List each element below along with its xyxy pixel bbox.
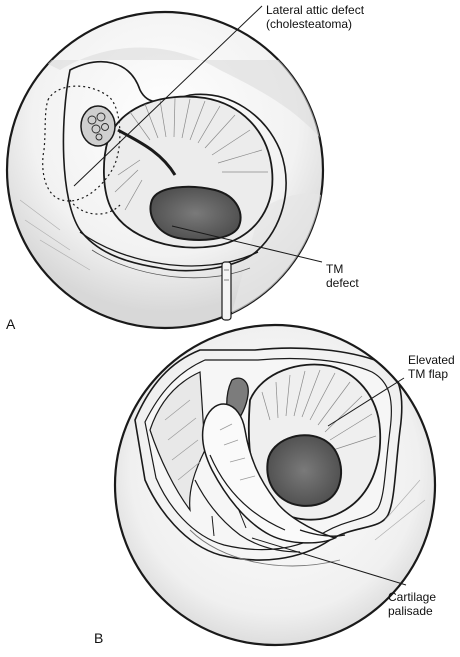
label-attic-defect-line1: Lateral attic defect — [266, 3, 365, 17]
label-tm-flap-line2: TM flap — [408, 367, 449, 381]
malleus-handle — [117, 128, 177, 176]
canal-rim-left — [149, 371, 206, 513]
cholesteatoma-texture — [87, 112, 109, 141]
cartilage-strip-2 — [209, 454, 286, 531]
panel-letter-a: A — [6, 316, 16, 332]
label-tm-defect-line1: TM — [326, 262, 344, 276]
panel-connector — [221, 261, 232, 321]
tm-defect-b — [266, 434, 342, 507]
label-tm-defect-line2: defect — [326, 276, 359, 290]
label-cartilage-line2: palisade — [388, 604, 433, 618]
canal-wall-top — [40, 47, 323, 150]
tm-hatching — [114, 97, 268, 211]
label-attic-defect-line2: (cholesteatoma) — [266, 17, 353, 31]
flap-hatching — [261, 369, 377, 451]
cartilage-strip-1 — [201, 403, 338, 544]
panel-letter-b: B — [94, 630, 104, 646]
attic-defect-leader — [73, 5, 263, 187]
cartilage-leader — [251, 537, 407, 586]
tm-flap-leader — [327, 377, 405, 427]
label-attic-defect: Lateral attic defect (cholesteatoma) — [266, 3, 364, 31]
attic-defect-dotted — [42, 85, 121, 202]
label-cartilage-line1: Cartilage — [388, 590, 437, 604]
label-tm-flap: Elevated TM flap — [408, 353, 455, 381]
tm-defect-leader — [171, 225, 323, 263]
panel-a-view — [5, 5, 325, 330]
label-tm-flap-line1: Elevated — [408, 353, 455, 367]
flap-border-outer — [134, 347, 403, 561]
label-cartilage: Cartilage palisade — [388, 590, 436, 618]
panel-b-view — [113, 323, 437, 647]
cholesteatoma — [80, 105, 116, 147]
label-tm-defect: TM defect — [326, 262, 359, 290]
canal-outline — [62, 61, 287, 272]
